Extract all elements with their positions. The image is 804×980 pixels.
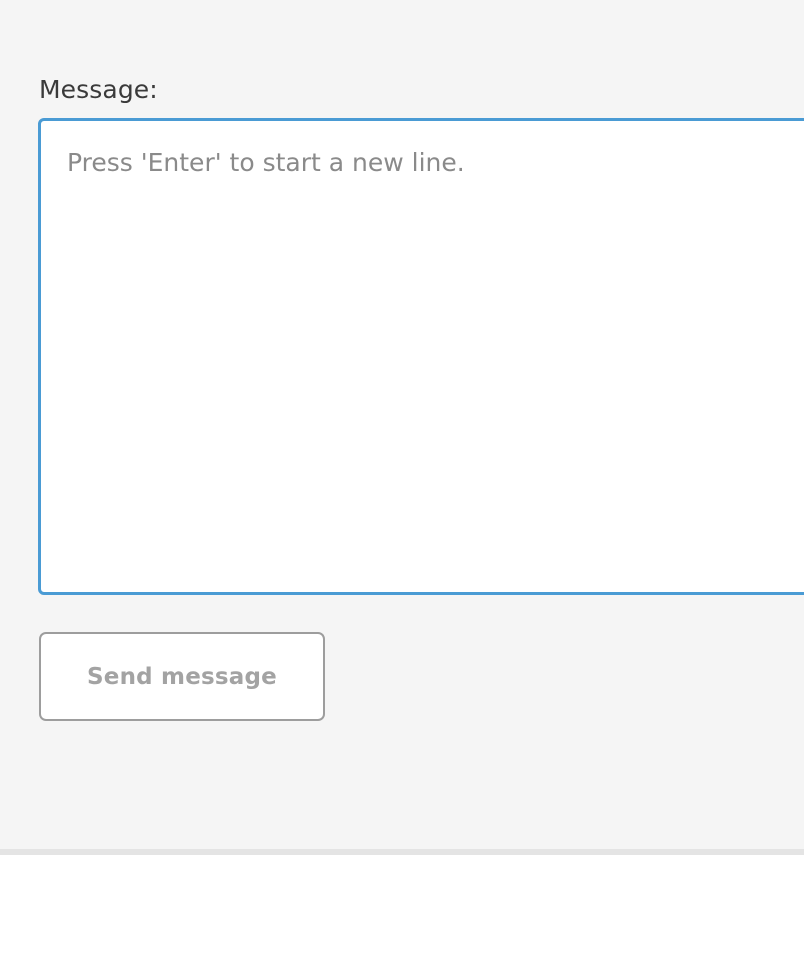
lower-empty-area [0,855,804,980]
message-compose-panel: Message: Send message [38,75,804,721]
send-message-button-label: Send message [87,663,277,690]
send-message-button[interactable]: Send message [39,632,325,721]
panel-divider [0,849,804,855]
message-field-label: Message: [39,75,158,104]
message-input[interactable] [38,118,804,595]
